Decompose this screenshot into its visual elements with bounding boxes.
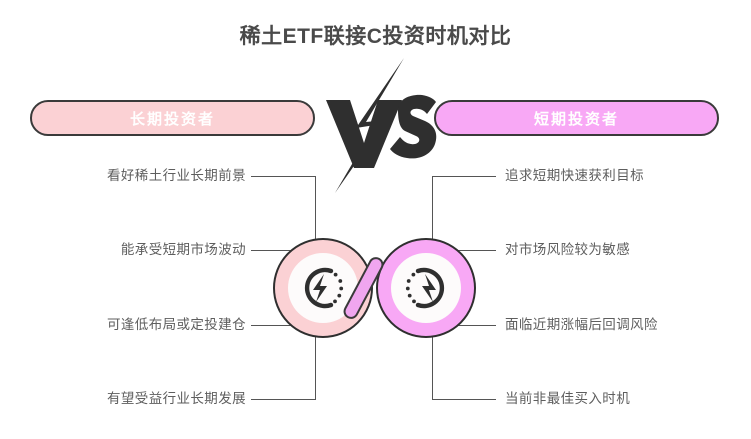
right-item-3: 面临近期涨幅后回调风险 — [505, 317, 658, 332]
left-item-1: 看好稀土行业长期前景 — [107, 168, 246, 183]
clock-lightning-icon — [304, 267, 344, 309]
left-branch-1 — [251, 176, 315, 178]
right-branch-2 — [432, 250, 496, 252]
lightning-bolt-icon — [335, 58, 404, 193]
right-branch-4 — [432, 399, 496, 401]
left-branch-4 — [251, 399, 315, 401]
versus-letters — [326, 94, 437, 168]
page-title: 稀土ETF联接C投资时机对比 — [239, 25, 512, 48]
right-branch-1 — [432, 176, 496, 178]
short-term-heading-pill: 短期投资者 — [434, 100, 719, 136]
left-branch-3 — [251, 325, 315, 327]
versus-badge — [312, 58, 440, 193]
left-branch-2 — [251, 250, 315, 252]
right-item-4: 当前非最佳买入时机 — [505, 391, 631, 406]
clock-lightning-mirrored-icon — [405, 267, 445, 309]
short-term-heading-label: 短期投资者 — [533, 110, 619, 128]
left-item-4: 有望受益行业长期发展 — [107, 391, 246, 406]
left-item-2: 能承受短期市场波动 — [120, 242, 246, 257]
left-item-3: 可逢低布局或定投建仓 — [107, 317, 246, 332]
short-term-icon-circle — [376, 238, 476, 338]
right-branch-3 — [432, 325, 496, 327]
right-item-2: 对市场风险较为敏感 — [505, 242, 631, 257]
long-term-heading-pill: 长期投资者 — [30, 100, 315, 136]
long-term-heading-label: 长期投资者 — [129, 110, 215, 128]
short-term-inner-disc — [391, 253, 461, 323]
versus-svg — [326, 58, 437, 193]
right-item-1: 追求短期快速获利目标 — [505, 168, 644, 183]
